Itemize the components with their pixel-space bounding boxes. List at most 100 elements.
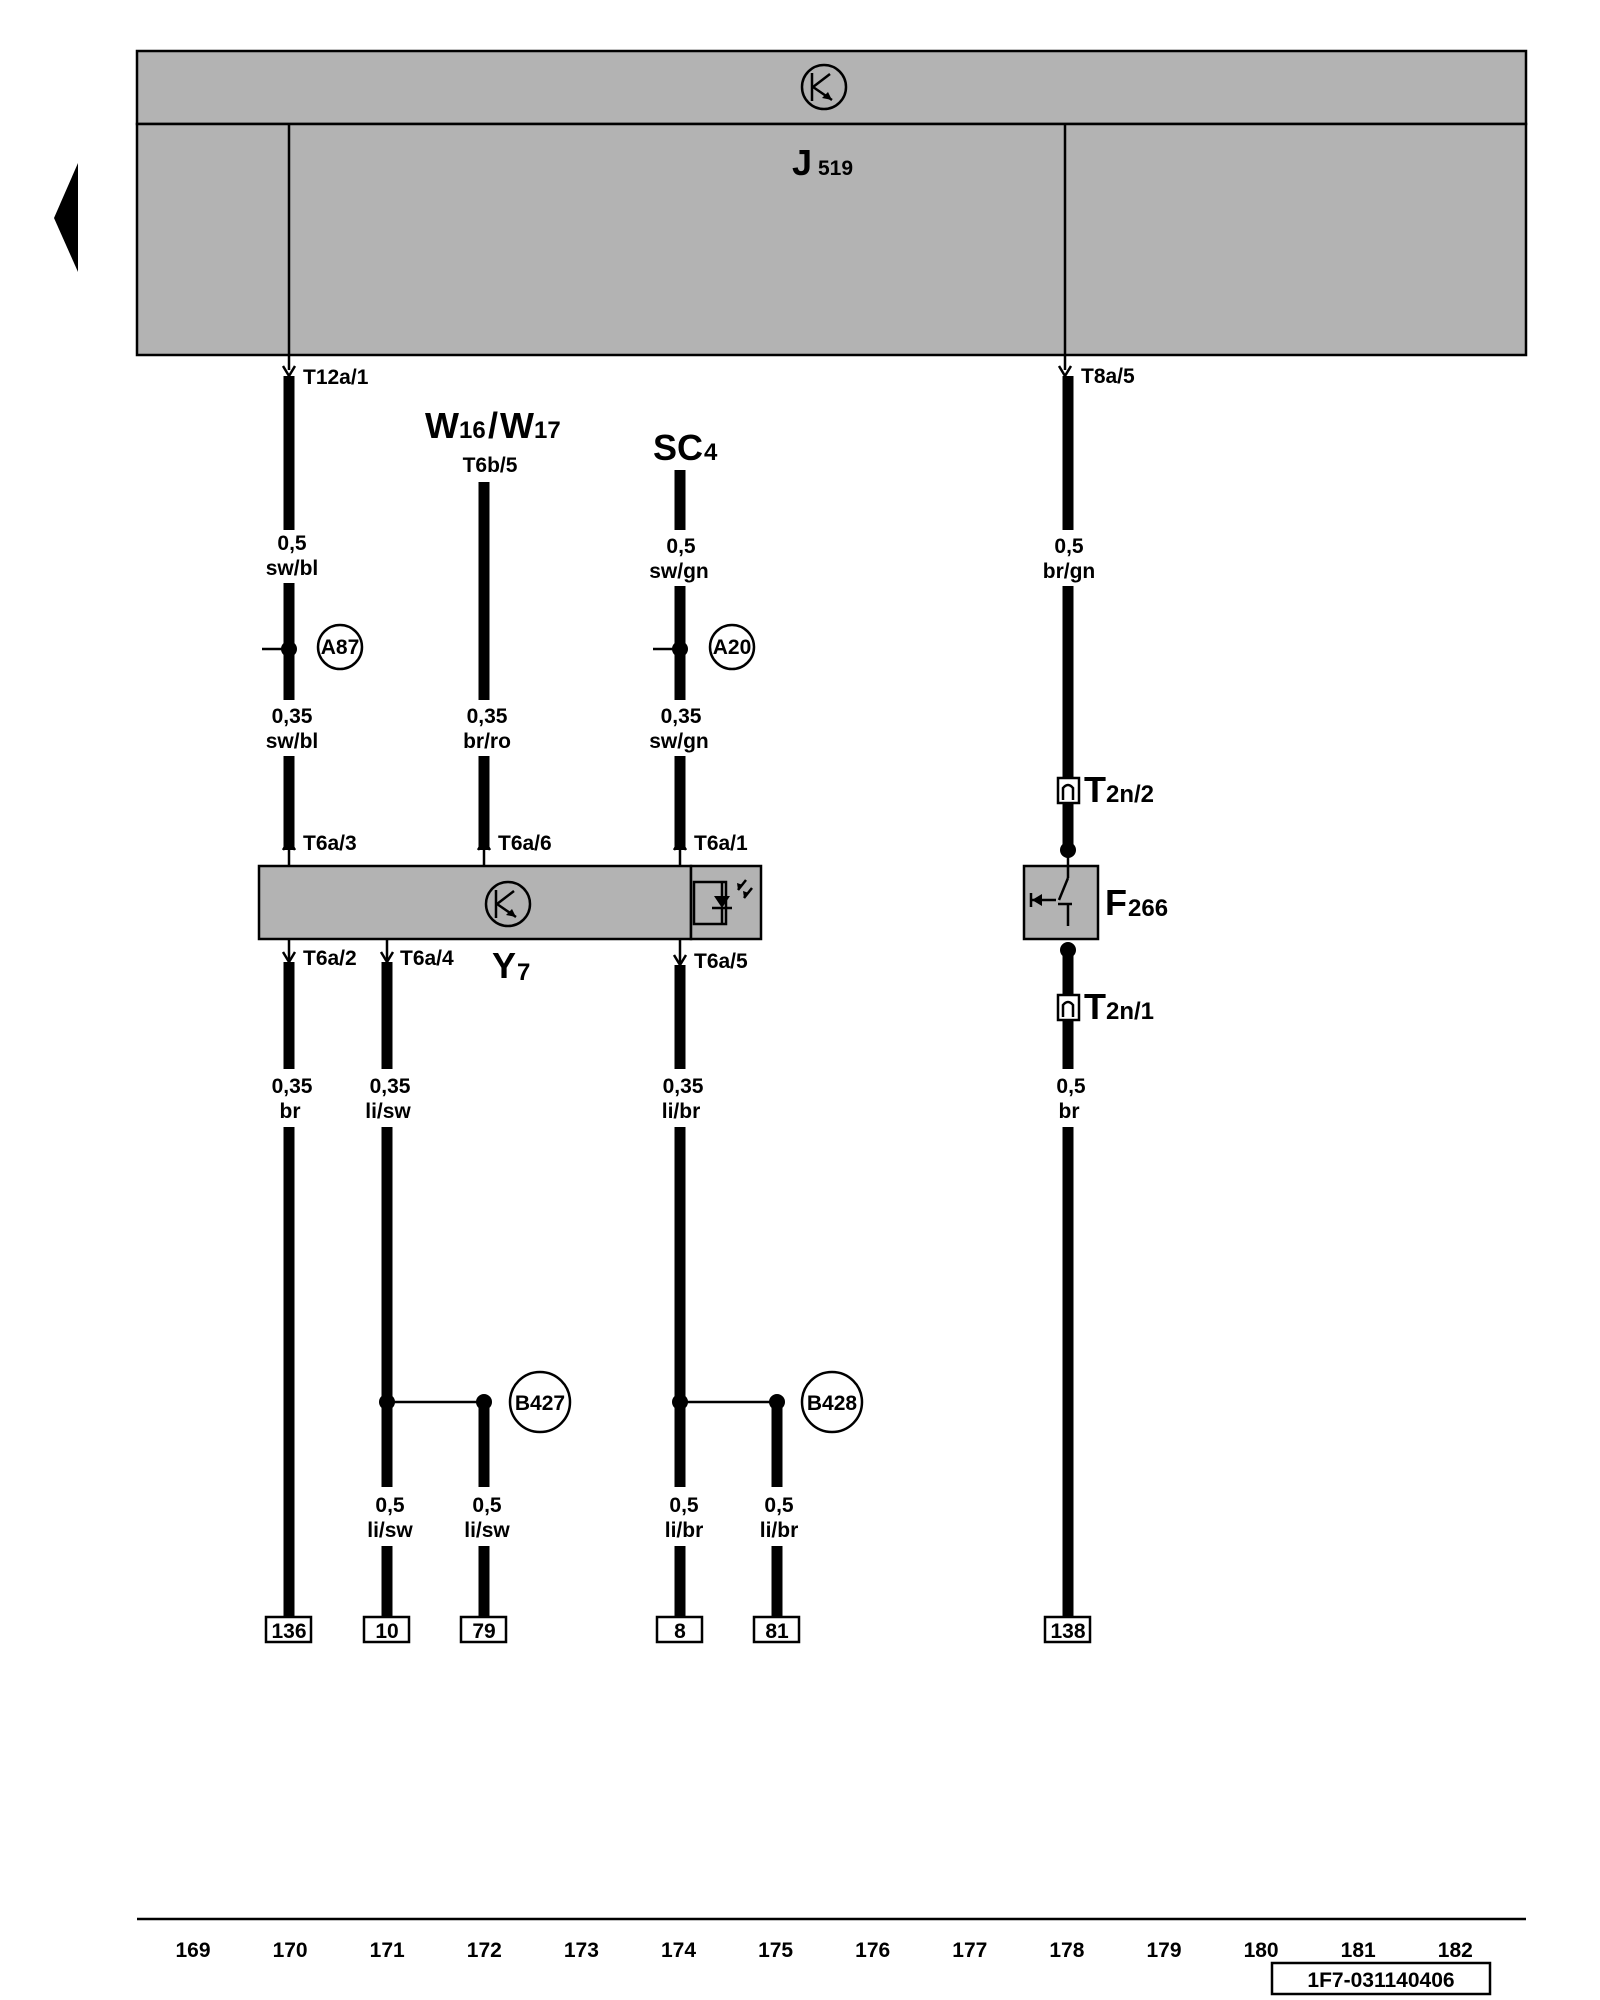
splice-a87-label: A87 [321,636,360,659]
wire-color: li/sw [367,1519,413,1542]
control-unit-letter: J [792,142,812,183]
connector-t2n1-icon [1056,993,1081,1022]
source-w-num-1: 16 [459,417,486,444]
ground-electronic-symbol-icon [484,880,532,928]
doc-code: 1F7-031140406 [1307,1969,1454,1992]
connector-bottom-letter: T [1084,986,1106,1027]
wire-color: li/sw [365,1100,411,1123]
grid-number: 172 [467,1939,502,1962]
pin-arrow [672,837,688,851]
switch-letter: F [1105,882,1127,923]
wire-size: 0,5 [669,1494,699,1517]
control-unit-number: 519 [818,157,853,180]
module-y7 [257,864,693,941]
pin-arrow [476,837,492,851]
source-w-sep: / [488,405,498,446]
photodiode-icon [692,879,753,926]
source-w-num-2: 17 [534,417,561,444]
source-sc-letter: SC [653,427,703,468]
wire-color: li/br [665,1519,704,1542]
wire-color: sw/gn [649,560,709,583]
terminal-label: 8 [674,1620,686,1643]
grid-number: 179 [1146,1939,1181,1962]
terminal-box[interactable] [1043,1615,1092,1644]
control-unit-header-band [135,49,1528,126]
terminal-label: 136 [271,1620,306,1643]
pressure-switch-icon [1029,850,1072,926]
grid-number: 174 [661,1939,696,1962]
wire-color: sw/gn [649,730,709,753]
pin-label-t6a4: T6a/4 [400,947,454,970]
connector-t2n2-icon [1056,776,1081,805]
terminal-box[interactable] [264,1615,313,1644]
grid-number: 175 [758,1939,793,1962]
source-w-pin: T6b/5 [463,454,518,477]
wire-color: br [280,1100,301,1123]
terminal-box[interactable] [655,1615,704,1644]
splice-b427-circle [508,1370,572,1434]
grid-number: 170 [273,1939,308,1962]
connector-top-letter: T [1084,769,1106,810]
terminal-box[interactable] [362,1615,411,1644]
wire-size: 0,35 [370,1075,411,1098]
splice-b428-label: B428 [807,1392,858,1415]
module-y-letter: Y [492,945,516,986]
wire-color: br/gn [1043,560,1096,583]
pin-label-t8a5: T8a/5 [1081,365,1135,388]
wire-size: 0,5 [1056,1075,1086,1098]
wire-size: 0,5 [666,535,696,558]
wire-color: br/ro [463,730,511,753]
source-w-letter-2: W [500,405,534,446]
switch-number: 266 [1128,895,1168,922]
pin-label-t6a3: T6a/3 [303,832,357,855]
wire-size: 0,5 [1054,535,1084,558]
splice-a87-circle [316,623,364,671]
splice-b427-label: B427 [515,1392,565,1415]
splice-b428-circle [800,1370,864,1434]
wire-size: 0,5 [472,1494,502,1517]
source-sc-num: 4 [704,439,718,466]
wire-color: br [1059,1100,1080,1123]
pin-label-t6a2: T6a/2 [303,947,357,970]
wire-size: 0,5 [375,1494,405,1517]
wire-size: 0,5 [277,532,307,555]
pin-label-t6a6: T6a/6 [498,832,552,855]
wire-size: 0,35 [272,705,313,728]
wire-color: sw/bl [266,557,319,580]
pin-label-t12a1: T12a/1 [303,366,369,389]
splice-a20-label: A20 [713,636,752,659]
grid-number: 181 [1341,1939,1376,1962]
grid-number: 180 [1244,1939,1279,1962]
control-unit-j519 [135,122,1528,357]
grid-number: 176 [855,1939,890,1962]
splice-a20-circle [708,623,756,671]
splice-dot [281,641,297,657]
terminal-box[interactable] [459,1615,508,1644]
module-y-number: 7 [517,959,530,986]
wire-color: li/br [662,1100,701,1123]
wire-size: 0,35 [661,705,702,728]
pin-arrow [281,837,297,851]
grid-number: 182 [1438,1939,1473,1962]
grid-number: 177 [952,1939,987,1962]
wire-size: 0,5 [764,1494,794,1517]
wire-color: sw/bl [266,730,319,753]
wire-size: 0,35 [663,1075,704,1098]
terminal-label: 138 [1050,1620,1085,1643]
pin-label-t6a5: T6a/5 [694,950,748,973]
wire-size: 0,35 [467,705,508,728]
grid-number: 171 [370,1939,405,1962]
splice-dot [672,641,688,657]
ground-electronic-symbol-icon [800,63,848,111]
switch-f266 [1022,864,1100,941]
source-w-letter-1: W [425,405,459,446]
triangle-left-icon[interactable] [54,163,78,272]
grid-number: 169 [175,1939,210,1962]
pin-label-t6a1: T6a/1 [694,832,748,855]
wire-color: li/sw [464,1519,510,1542]
wire-size: 0,35 [272,1075,313,1098]
terminal-label: 79 [472,1620,495,1643]
terminal-box[interactable] [752,1615,801,1644]
